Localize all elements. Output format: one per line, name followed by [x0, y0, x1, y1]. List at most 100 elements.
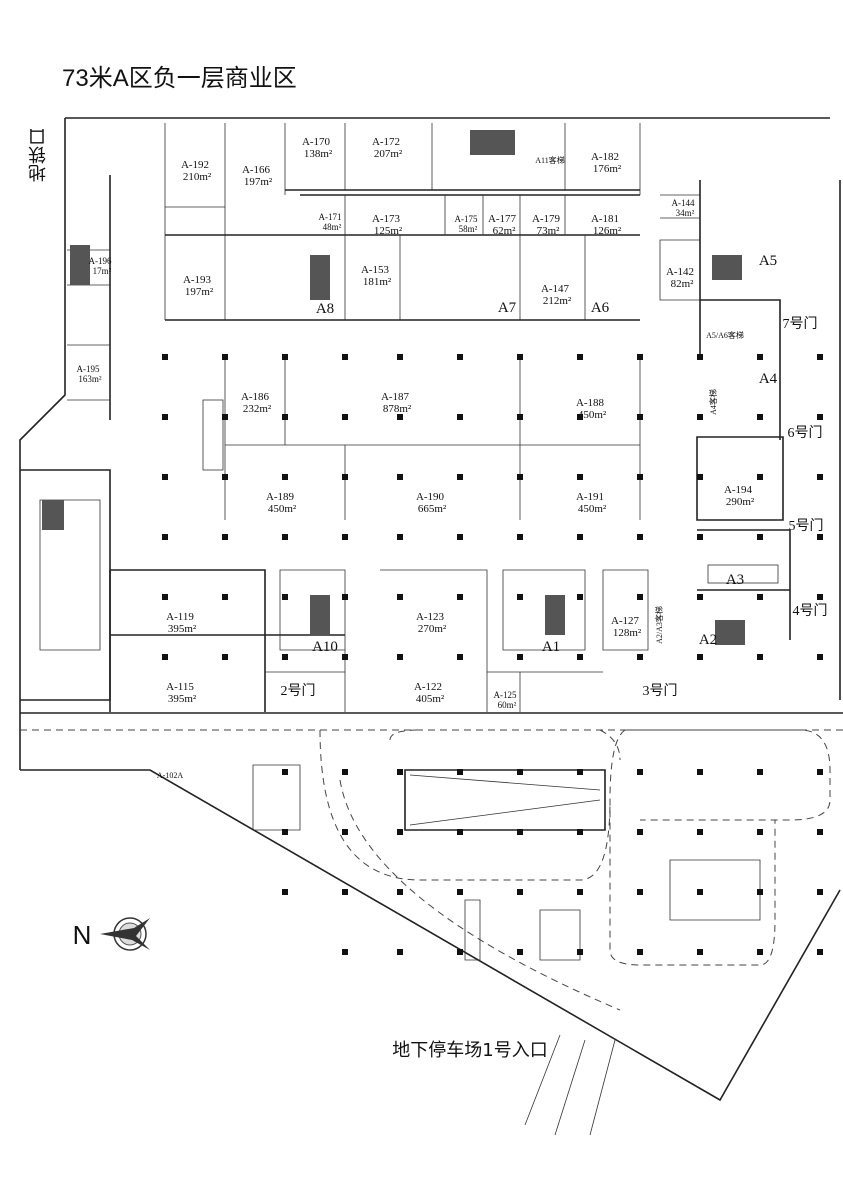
column — [222, 414, 228, 420]
column — [282, 829, 288, 835]
unit-id: A-179 — [532, 213, 561, 225]
column — [817, 829, 823, 835]
column — [697, 594, 703, 600]
column — [282, 474, 288, 480]
unit-area: 128m² — [613, 627, 642, 639]
column — [457, 654, 463, 660]
column — [342, 594, 348, 600]
column — [637, 414, 643, 420]
unit-id: A-147 — [541, 283, 570, 295]
unit-area: 62m² — [493, 225, 517, 237]
unit-id: A-186 — [241, 391, 270, 403]
unit-id: A-142 — [666, 266, 694, 278]
unit-area: 34m² — [676, 208, 695, 218]
column — [222, 534, 228, 540]
core-labels: A8 A7 A6 A5 A4 A10 A1 A3 A2 — [312, 253, 778, 655]
column — [222, 474, 228, 480]
column — [517, 474, 523, 480]
structural-columns — [162, 354, 823, 955]
column — [162, 354, 168, 360]
north-compass: N — [73, 917, 150, 951]
door-7: 7号门 — [783, 316, 818, 332]
column — [757, 654, 763, 660]
column — [342, 829, 348, 835]
column — [817, 534, 823, 540]
column — [637, 474, 643, 480]
column — [637, 354, 643, 360]
label-a11-elevator: A11客梯 — [535, 155, 564, 165]
small-labels: A11客梯 A5/A6客梯 A4客梯 A2/A3客梯 A-102A — [157, 155, 744, 780]
column — [817, 474, 823, 480]
column — [457, 889, 463, 895]
column — [577, 769, 583, 775]
core-a4: A4 — [759, 371, 778, 387]
column — [457, 414, 463, 420]
column — [517, 949, 523, 955]
column — [757, 534, 763, 540]
column — [517, 534, 523, 540]
unit-id: A-153 — [361, 264, 390, 276]
column — [637, 654, 643, 660]
page-title: 73米A区负一层商业区 — [62, 65, 297, 92]
unit-area: 450m² — [578, 503, 607, 515]
unit-id: A-193 — [183, 274, 212, 286]
column — [342, 889, 348, 895]
column — [397, 534, 403, 540]
unit-area: 450m² — [268, 503, 297, 515]
column — [162, 414, 168, 420]
column — [577, 889, 583, 895]
core-a6: A6 — [591, 300, 610, 316]
unit-id: A-125 — [494, 690, 517, 700]
unit-area: 212m² — [543, 295, 572, 307]
unit-id: A-192 — [181, 159, 209, 171]
unit-id: A-195 — [77, 364, 100, 374]
label-a5a6-elevator: A5/A6客梯 — [706, 330, 744, 340]
unit-id: A-122 — [414, 681, 442, 693]
unit-id: A-119 — [166, 611, 194, 623]
column — [342, 354, 348, 360]
unit-labels: A-192210m²A-166197m²A-170138m²A-172207m²… — [77, 136, 755, 710]
unit-area: 138m² — [304, 148, 333, 160]
column — [222, 354, 228, 360]
unit-area: 176m² — [593, 163, 622, 175]
column — [697, 414, 703, 420]
column — [342, 769, 348, 775]
unit-id: A-175 — [455, 214, 478, 224]
door-6: 6号门 — [788, 425, 823, 441]
unit-area: 395m² — [168, 693, 197, 705]
unit-id: A-194 — [724, 484, 753, 496]
unit-id: A-166 — [242, 164, 271, 176]
column — [457, 354, 463, 360]
column — [757, 474, 763, 480]
column — [282, 354, 288, 360]
unit-id: A-188 — [576, 397, 605, 409]
unit-area: 232m² — [243, 403, 272, 415]
core-a5: A5 — [759, 253, 777, 269]
door-4: 4号门 — [793, 603, 828, 619]
door-2: 2号门 — [281, 683, 316, 699]
core-a7: A7 — [498, 300, 517, 316]
unit-id: A-127 — [611, 615, 640, 627]
column — [397, 474, 403, 480]
unit-area: 181m² — [363, 276, 392, 288]
unit-id: A-181 — [591, 213, 619, 225]
column — [282, 594, 288, 600]
column — [222, 594, 228, 600]
column — [517, 594, 523, 600]
column — [517, 889, 523, 895]
